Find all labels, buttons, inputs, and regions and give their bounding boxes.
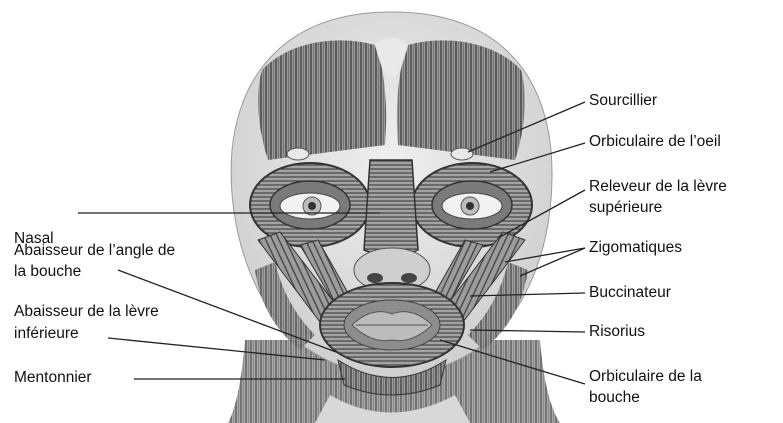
label-levator-line1: Releveur de la lèvre xyxy=(589,177,727,197)
label-levator-line2: supérieure xyxy=(589,198,662,218)
label-depressor-angle-line2: la bouche xyxy=(14,262,81,282)
label-depressor-lip-line1: Abaisseur de la lèvre xyxy=(14,302,159,322)
label-depressor-angle-line1: Abaisseur de l’angle de xyxy=(14,241,175,261)
label-orbicularis-oculi: Orbiculaire de l’oeil xyxy=(589,132,721,152)
label-buccinator: Buccinateur xyxy=(589,283,671,303)
label-corrugator: Sourcillier xyxy=(589,91,657,111)
label-orbicularis-oris-line1: Orbiculaire de la xyxy=(589,367,702,387)
label-zygomatic: Zigomatiques xyxy=(589,238,682,258)
label-mentalis: Mentonnier xyxy=(14,368,92,388)
label-orbicularis-oris-line2: bouche xyxy=(589,388,640,408)
label-risorius: Risorius xyxy=(589,322,645,342)
label-depressor-lip-line2: inférieure xyxy=(14,324,79,344)
